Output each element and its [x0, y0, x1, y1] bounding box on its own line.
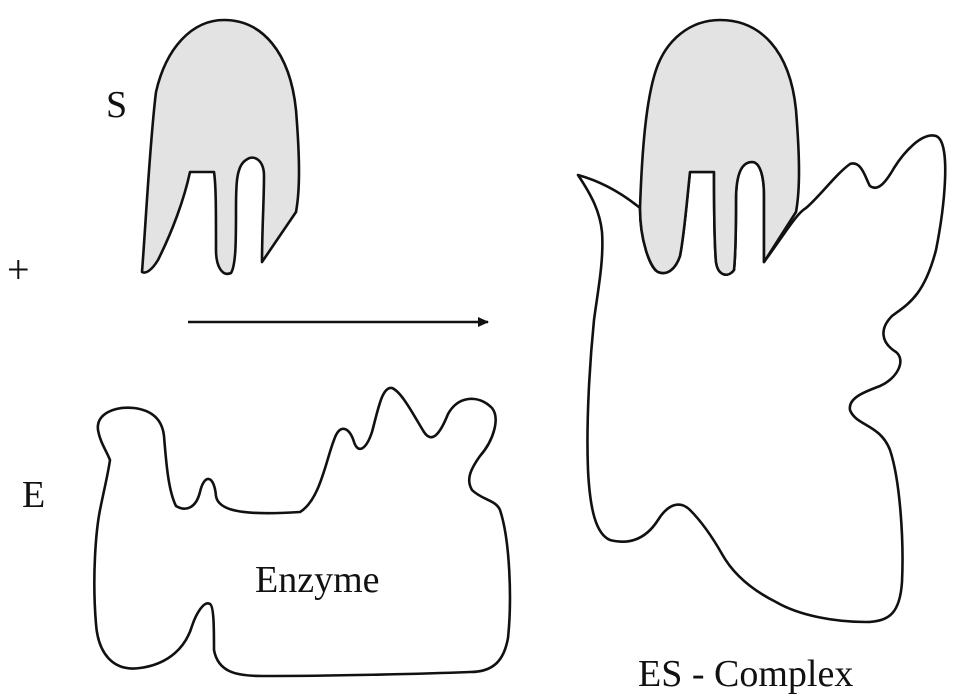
enzyme-symbol-label: E [22, 474, 45, 516]
enzyme-shape [94, 388, 510, 676]
substrate-shape [142, 20, 299, 274]
complex-name-label: ES - Complex [638, 653, 853, 695]
complex-enzyme-shape [578, 135, 945, 622]
enzyme-name-label: Enzyme [255, 559, 380, 601]
substrate-label: S [106, 84, 127, 126]
bound-substrate-shape [640, 20, 799, 275]
plus-sign: + [7, 247, 30, 292]
